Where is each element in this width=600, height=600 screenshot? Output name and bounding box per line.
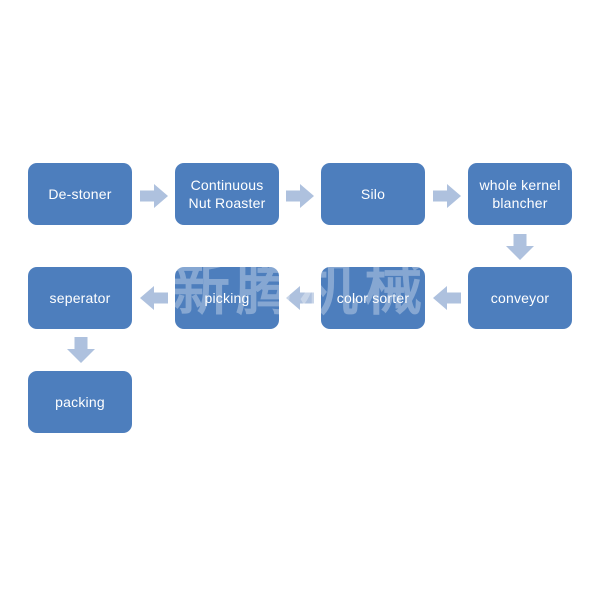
arrow-down-icon [506, 234, 534, 260]
node-label: Silo [360, 186, 386, 202]
node-silo: Silo [321, 163, 425, 225]
node-label: conveyor [490, 290, 550, 306]
arrow-left-icon [433, 286, 461, 310]
node-label: color sorter [336, 290, 410, 306]
arrow-left-icon [140, 286, 168, 310]
node-label: picking [204, 290, 250, 306]
node-label: packing [55, 394, 105, 410]
node-label: Continuous Nut Roaster [188, 177, 266, 211]
arrow-right-icon [140, 184, 168, 208]
arrow-right-icon [433, 184, 461, 208]
node-label: De-stoner [48, 186, 112, 202]
node-picking: picking [175, 267, 279, 329]
arrow-left-icon [286, 286, 314, 310]
node-whole-kernel-blancher: whole kernel blancher [468, 163, 572, 225]
node-de-stoner: De-stoner [28, 163, 132, 225]
node-seperator: seperator [28, 267, 132, 329]
node-packing: packing [28, 371, 132, 433]
node-continuous-nut-roaster: Continuous Nut Roaster [175, 163, 279, 225]
node-label: seperator [49, 290, 111, 306]
node-color-sorter: color sorter [321, 267, 425, 329]
node-label: whole kernel blancher [479, 177, 561, 211]
arrow-right-icon [286, 184, 314, 208]
arrow-down-icon [67, 337, 95, 363]
node-conveyor: conveyor [468, 267, 572, 329]
